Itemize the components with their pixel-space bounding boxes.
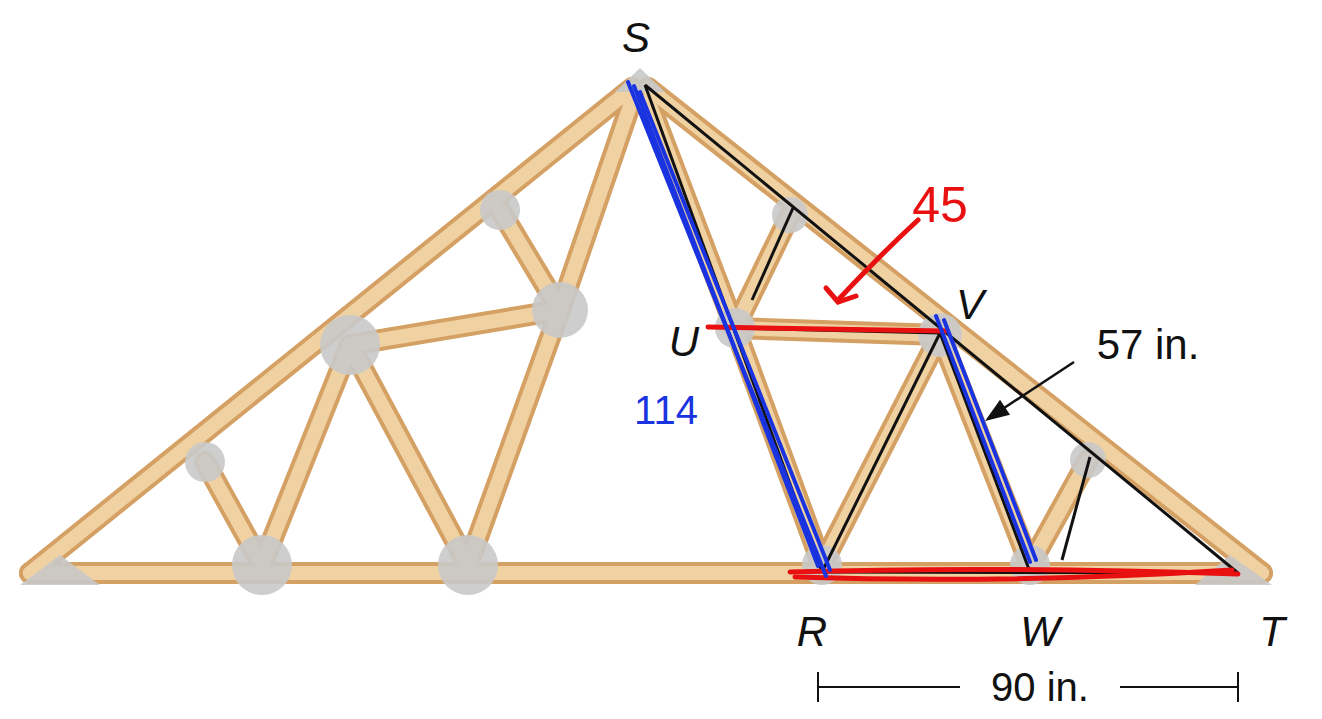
- leader-arrow: [988, 362, 1074, 419]
- wood-members: [30, 88, 1262, 573]
- point-label: T: [1259, 611, 1285, 653]
- dimension-label: 90 in.: [991, 667, 1089, 707]
- point-label: W: [1020, 611, 1060, 653]
- handwritten-number: 114: [634, 390, 698, 430]
- red-annotation: [708, 220, 1238, 579]
- point-label: S: [622, 17, 650, 59]
- point-label: U: [669, 321, 699, 363]
- dimension-label: 57 in.: [1097, 324, 1200, 366]
- point-label: R: [797, 611, 827, 653]
- handwritten-number: 45: [912, 180, 968, 230]
- blue-annotation: [628, 82, 1036, 576]
- point-label: V: [956, 284, 984, 326]
- gusset-plates: [20, 68, 1272, 595]
